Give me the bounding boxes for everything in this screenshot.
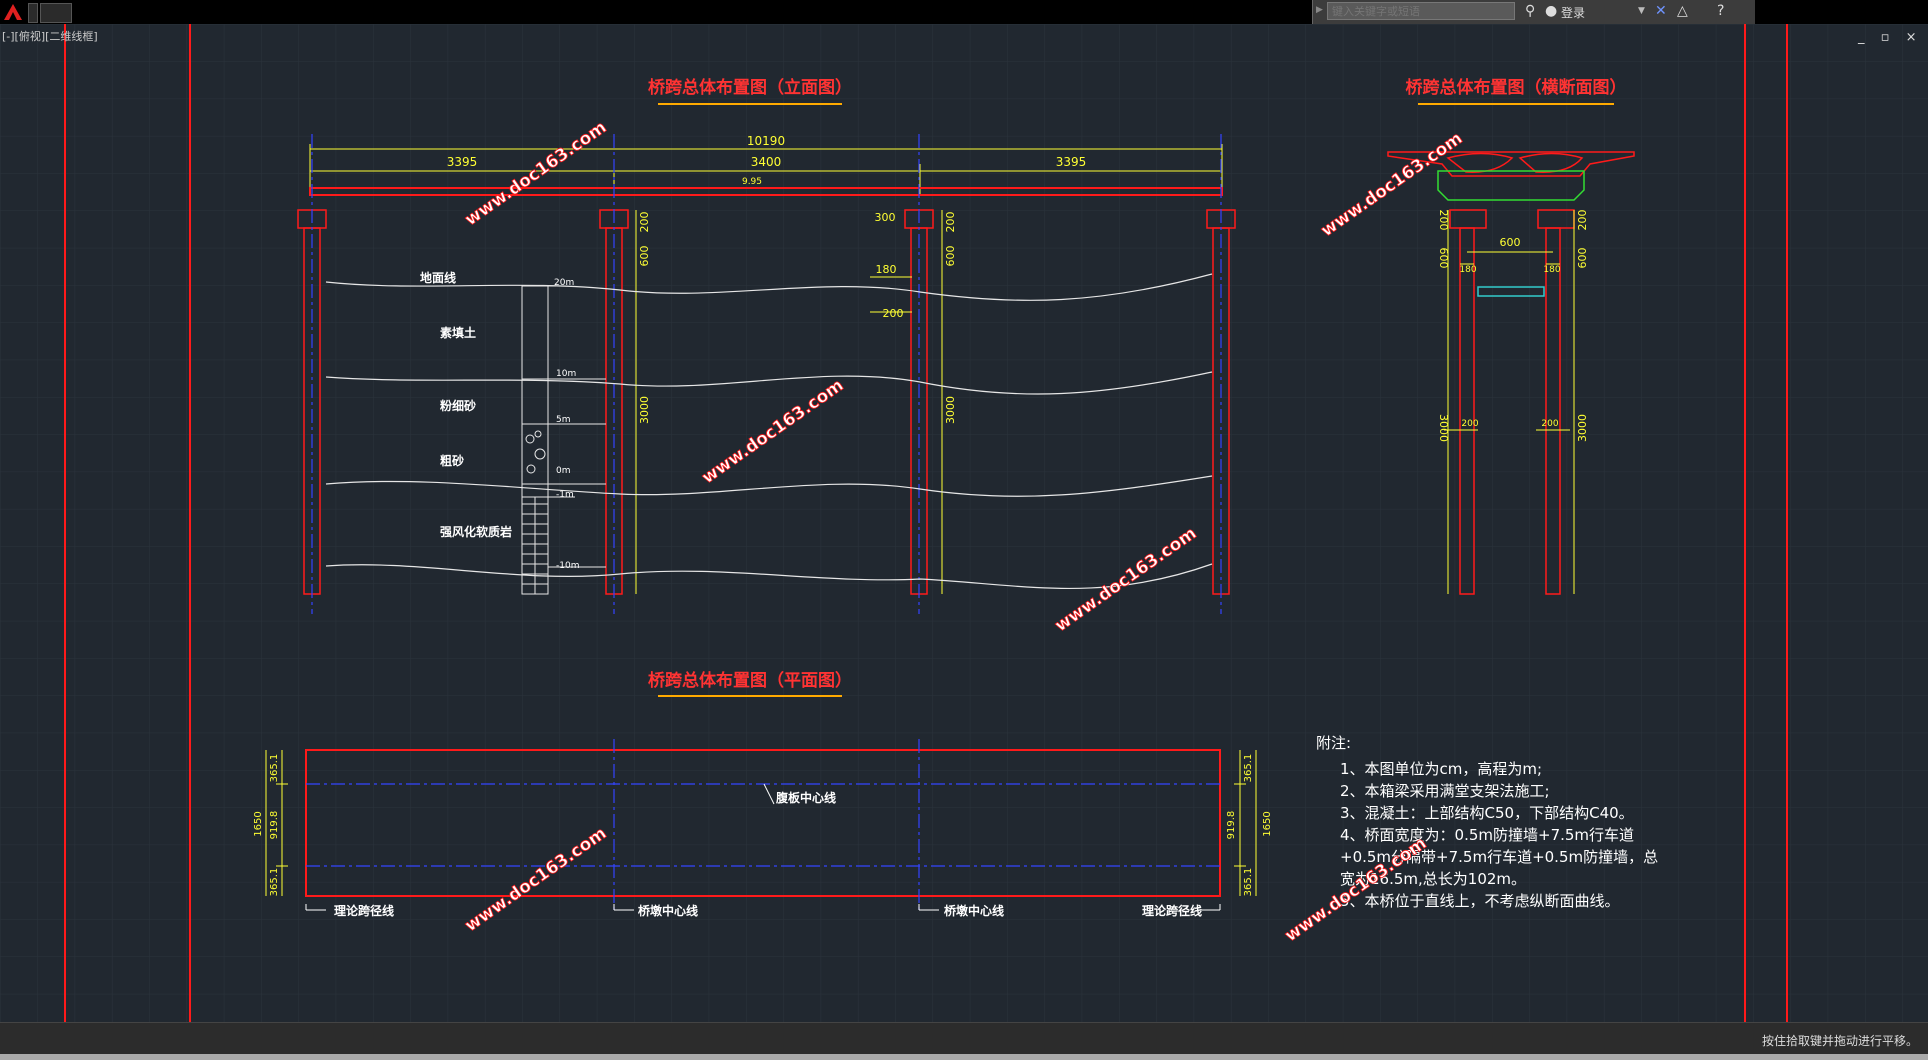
plan-width-right: 1650 — [1262, 811, 1273, 836]
drawing-canvas[interactable]: 桥跨总体布置图（立面图） 10190 3395 3400 3395 9.95 — [0, 24, 1928, 1022]
top-toolbar: ▶ ⚲ ● 登录 ▼ ✕ △ ? — [0, 0, 1928, 24]
cap-height-dim-1: 200 — [638, 212, 651, 233]
plan-dim-left-3: 365.1 — [269, 868, 280, 897]
elev-label-3: 5m — [556, 415, 571, 425]
cs-pile-width-left: 200 — [1461, 419, 1478, 429]
plan-dim-right-1: 365.1 — [1243, 754, 1254, 783]
cs-col-width-left: 180 — [1459, 265, 1476, 275]
elev-label-4: 0m — [556, 466, 571, 476]
plan-label-3: 桥墩中心线 — [944, 903, 1004, 918]
elevation-view: 桥跨总体布置图（立面图） 10190 3395 3400 3395 9.95 — [297, 77, 1236, 614]
note-line-1: 1、本图单位为cm，高程为m; — [1340, 760, 1542, 778]
viewport-label[interactable]: [-][俯视][二维线框] — [2, 30, 98, 43]
note-line-4: 4、桥面宽度为：0.5m防撞墙+7.5m行车道 — [1340, 826, 1634, 844]
exchange-icon[interactable]: ✕ — [1655, 3, 1667, 19]
grid-background — [0, 24, 1928, 1022]
soil-layer-3: 粉细砂 — [440, 398, 476, 413]
binoculars-icon[interactable]: ⚲ — [1525, 3, 1536, 19]
column-height-dim-1: 600 — [638, 246, 651, 267]
drawing-frame — [64, 24, 1788, 1022]
app-logo-icon[interactable] — [2, 2, 24, 22]
soil-layer-5: 强风化软质岩 — [440, 524, 512, 539]
web-centerline-label: 腹板中心线 — [776, 790, 836, 805]
soil-layer-4: 粗砂 — [440, 453, 464, 468]
cs-col-height-right: 600 — [1576, 248, 1589, 269]
search-expand-icon[interactable]: ▶ — [1316, 5, 1323, 15]
elevation-title: 桥跨总体布置图（立面图） — [648, 77, 852, 98]
pile-length-dim-2: 3000 — [944, 396, 957, 424]
app-menu-arrow-icon[interactable] — [28, 3, 38, 23]
elev-label-6: -10m — [556, 561, 579, 571]
cs-col-height-left: 600 — [1437, 248, 1450, 269]
login-button[interactable]: 登录 — [1561, 6, 1586, 20]
plan-dim-left-1: 365.1 — [269, 754, 280, 783]
a360-icon[interactable]: △ — [1677, 3, 1688, 19]
note-line-7: 5、本桥位于直线上，不考虑纵断面曲线。 — [1340, 892, 1620, 910]
span-dim-1: 3395 — [447, 155, 478, 169]
plan-dim-right-2: 919.8 — [1226, 811, 1237, 840]
soil-layer-2: 素填土 — [440, 325, 476, 340]
search-bar: ▶ ⚲ ● 登录 ▼ ✕ △ ? — [1312, 0, 1755, 24]
plan-label-1: 理论跨径线 — [334, 903, 394, 918]
column-width-dim: 180 — [876, 263, 897, 276]
plan-view: 桥跨总体布置图（平面图） 365.1 919.8 365.1 1650 365.… — [253, 670, 1273, 918]
status-text: 按住拾取键并拖动进行平移。 — [1761, 1034, 1918, 1048]
note-line-3: 3、混凝土：上部结构C50，下部结构C40。 — [1340, 804, 1634, 822]
soil-layer-1: 地面线 — [420, 270, 456, 285]
notes-block: 附注: 1、本图单位为cm，高程为m; 2、本箱梁采用满堂支架法施工; 3、混凝… — [1316, 734, 1658, 910]
cs-pile-width-right: 200 — [1541, 419, 1558, 429]
login-dropdown-icon[interactable]: ▼ — [1638, 6, 1645, 16]
note-line-6: 宽为16.5m,总长为102m。 — [1340, 870, 1526, 888]
cs-cap-height-left: 200 — [1437, 210, 1450, 231]
deck-elevation-mark: 9.95 — [742, 177, 762, 187]
notes-header: 附注: — [1316, 734, 1351, 752]
pile-width-dim: 200 — [883, 307, 904, 320]
bottom-edge — [0, 1054, 1928, 1060]
note-line-2: 2、本箱梁采用满堂支架法施工; — [1340, 782, 1550, 800]
search-input[interactable] — [1327, 2, 1515, 20]
plan-label-4: 理论跨径线 — [1142, 903, 1202, 918]
cross-section-title: 桥跨总体布置图（横断面图） — [1406, 77, 1627, 98]
elev-label-1: 20m — [554, 278, 574, 288]
span-dim-3: 3395 — [1056, 155, 1087, 169]
cs-pile-height-right: 3000 — [1576, 414, 1589, 442]
column-spacing-dim: 600 — [1500, 236, 1521, 249]
plan-dim-right-3: 365.1 — [1243, 868, 1254, 897]
workspace-button[interactable] — [40, 3, 72, 23]
span-dim-2: 3400 — [751, 155, 782, 169]
cs-col-width-right: 180 — [1543, 265, 1560, 275]
plan-dim-left-2: 919.8 — [269, 811, 280, 840]
window-controls[interactable]: _ ▫ × — [1858, 30, 1923, 45]
cap-width-dim: 300 — [875, 211, 896, 224]
help-icon[interactable]: ? — [1717, 3, 1725, 19]
cs-pile-height-left: 3000 — [1437, 414, 1450, 442]
plan-title: 桥跨总体布置图（平面图） — [648, 670, 852, 691]
note-line-5: +0.5m分隔带+7.5m行车道+0.5m防撞墙，总 — [1340, 848, 1658, 866]
user-icon[interactable]: ● — [1545, 3, 1558, 19]
cross-section-view: 桥跨总体布置图（横断面图） 600 180 180 200 20 — [1387, 77, 1635, 595]
elev-label-5: -1m — [556, 490, 574, 500]
pile-length-dim-1: 3000 — [638, 396, 651, 424]
elev-label-2: 10m — [556, 369, 576, 379]
cap-height-dim-2: 200 — [944, 212, 957, 233]
cs-cap-height-right: 200 — [1576, 210, 1589, 231]
status-bar: 按住拾取键并拖动进行平移。 — [0, 1022, 1928, 1055]
plan-label-2: 桥墩中心线 — [638, 903, 698, 918]
plan-width-left: 1650 — [253, 811, 264, 836]
column-height-dim-2: 600 — [944, 246, 957, 267]
total-length-dim: 10190 — [747, 134, 785, 148]
